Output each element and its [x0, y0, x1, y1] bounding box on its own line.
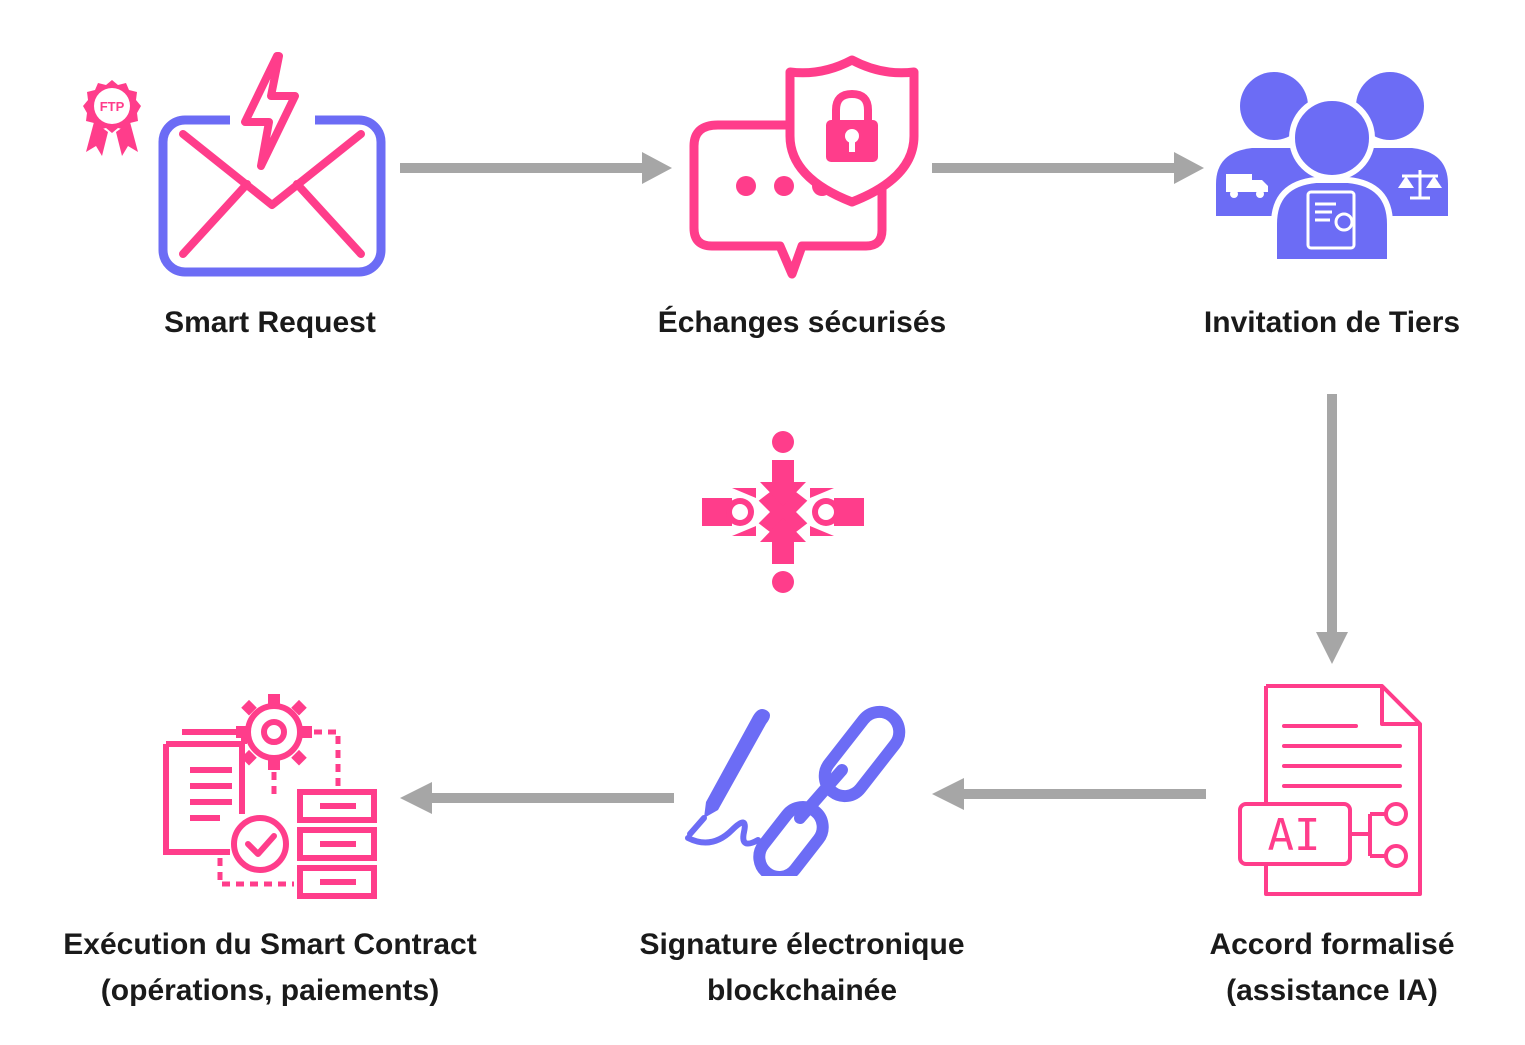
envelope-lightning-icon — [158, 52, 386, 277]
step-label-accord: Accord formalisé (assistance IA) — [1160, 922, 1504, 1014]
flow-arrow-left-2 — [400, 782, 674, 814]
step-label-execution: Exécution du Smart Contract (opérations,… — [10, 922, 530, 1014]
diamond-nodes-logo-icon — [702, 431, 864, 593]
step-label-execution-line1: Exécution du Smart Contract — [63, 928, 477, 961]
flow-arrow-down — [1316, 394, 1348, 664]
step-label-echanges: Échanges sécurisés — [657, 306, 947, 339]
ftp-badge-icon: FTP — [83, 80, 141, 156]
secure-chat-shield-lock-icon — [689, 55, 919, 279]
ai-text: AI — [1268, 810, 1321, 861]
flow-arrow-right-2 — [932, 152, 1204, 184]
step-label-execution-line2: (opérations, paiements) — [100, 974, 440, 1007]
step-label-invitation: Invitation de Tiers — [1203, 306, 1461, 339]
step-label-smart-request: Smart Request — [164, 306, 376, 339]
ftp-badge-text: FTP — [100, 99, 125, 114]
flow-arrow-right-1 — [400, 152, 672, 184]
document-ai-icon: AI — [1238, 684, 1422, 896]
step-label-accord-line1: Accord formalisé — [1209, 928, 1455, 961]
step-label-signature: Signature électronique blockchainée — [590, 922, 1014, 1014]
people-group-icon — [1216, 72, 1448, 265]
gear-document-server-icon — [163, 694, 377, 899]
step-label-accord-line2: (assistance IA) — [1226, 974, 1438, 1007]
flow-arrow-left-1 — [932, 778, 1206, 810]
step-label-signature-line2: blockchainée — [706, 974, 898, 1007]
step-label-signature-line1: Signature électronique — [639, 928, 965, 961]
pen-chain-link-icon — [685, 705, 906, 876]
